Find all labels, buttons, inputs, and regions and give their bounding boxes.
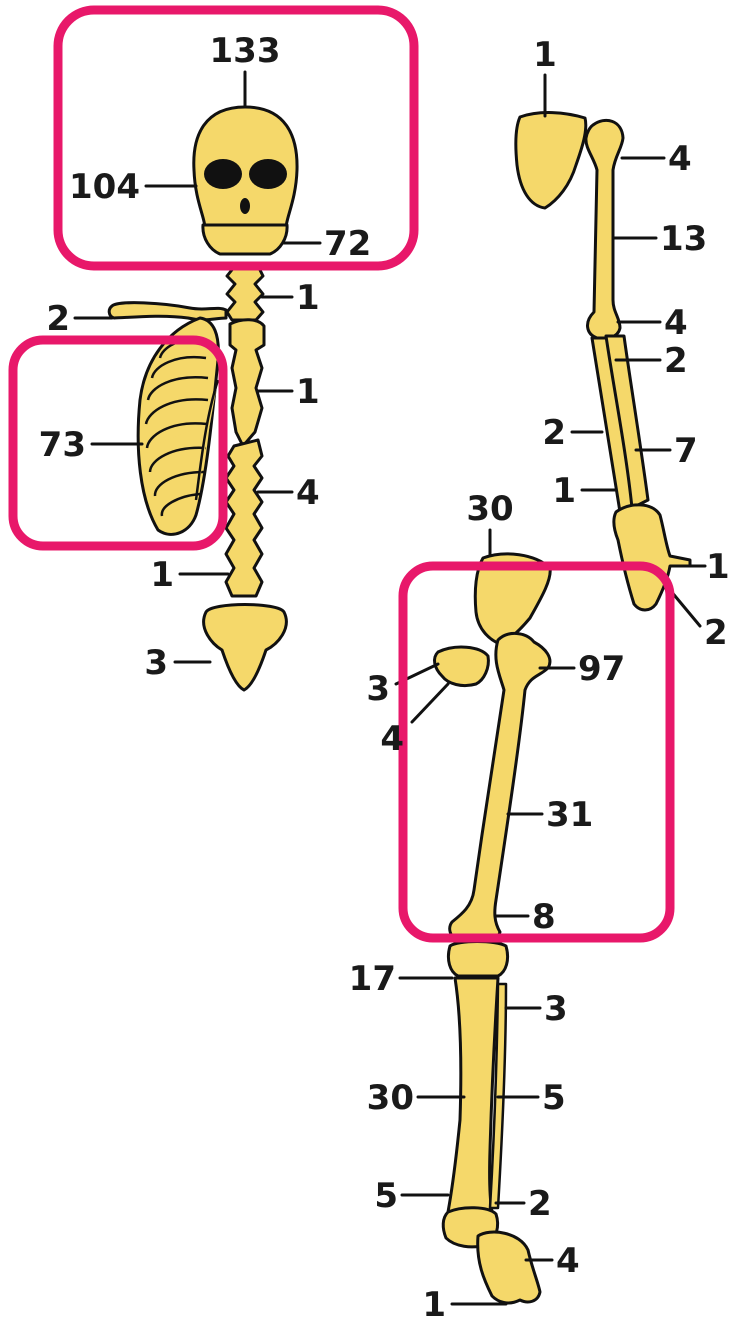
label-tibia: 30 bbox=[367, 1078, 414, 1118]
femur-highlight bbox=[403, 566, 670, 938]
label-forearm-lower: 1 bbox=[552, 471, 576, 511]
label-ribs: 73 bbox=[39, 425, 86, 465]
cervical-spine bbox=[227, 266, 263, 320]
label-ankle-left: 5 bbox=[374, 1176, 398, 1216]
label-foot: 4 bbox=[556, 1241, 580, 1281]
rib-cage bbox=[138, 318, 218, 534]
bone-count-labels: 133 104 72 1 2 1 73 4 1 3 1 4 13 4 2 2 7… bbox=[39, 31, 730, 1325]
label-knee-upper: 8 bbox=[532, 897, 556, 937]
humerus bbox=[586, 120, 623, 338]
jaw bbox=[203, 225, 287, 254]
label-skull-top: 133 bbox=[210, 31, 281, 71]
nasal-cavity bbox=[240, 198, 250, 214]
label-sternum: 1 bbox=[296, 372, 320, 412]
label-forearm: 7 bbox=[674, 431, 698, 471]
clavicle bbox=[109, 303, 226, 320]
sternum bbox=[230, 320, 264, 446]
label-fibula: 5 bbox=[542, 1078, 566, 1118]
thoracic-spine bbox=[226, 440, 262, 596]
label-fibula-upper: 3 bbox=[544, 989, 568, 1029]
label-hand-lower: 2 bbox=[704, 613, 728, 653]
scapula bbox=[516, 113, 586, 208]
label-jaw: 72 bbox=[324, 224, 371, 264]
label-pelvis-top: 30 bbox=[466, 489, 513, 529]
label-hip-joint-lower: 4 bbox=[380, 719, 404, 759]
label-clavicle: 2 bbox=[46, 299, 70, 339]
label-lumbar: 1 bbox=[150, 555, 174, 595]
label-hip-joint-left: 3 bbox=[366, 669, 390, 709]
label-humerus: 13 bbox=[660, 219, 707, 259]
label-femur-head: 97 bbox=[578, 649, 625, 689]
label-elbow: 4 bbox=[664, 303, 688, 343]
sacrum bbox=[204, 605, 287, 691]
left-eye-socket bbox=[204, 159, 242, 189]
forearm bbox=[592, 336, 648, 512]
label-ankle-right: 2 bbox=[528, 1184, 552, 1224]
label-scapula: 1 bbox=[533, 35, 557, 75]
label-ulna-left: 2 bbox=[542, 413, 566, 453]
label-thoracic: 4 bbox=[296, 473, 320, 513]
label-toes: 1 bbox=[422, 1285, 446, 1325]
right-eye-socket bbox=[249, 159, 287, 189]
label-femur: 31 bbox=[546, 795, 593, 835]
label-radius-upper: 2 bbox=[664, 341, 688, 381]
label-cervical: 1 bbox=[296, 278, 320, 318]
hand bbox=[614, 505, 690, 610]
foot bbox=[478, 1232, 540, 1303]
label-hand-right: 1 bbox=[706, 547, 730, 587]
label-skull-side: 104 bbox=[69, 167, 140, 207]
patella bbox=[448, 942, 507, 977]
label-patella: 17 bbox=[349, 959, 396, 999]
hip-socket bbox=[435, 647, 489, 686]
skull bbox=[194, 107, 297, 228]
label-humerus-head: 4 bbox=[668, 139, 692, 179]
label-sacrum: 3 bbox=[144, 643, 168, 683]
